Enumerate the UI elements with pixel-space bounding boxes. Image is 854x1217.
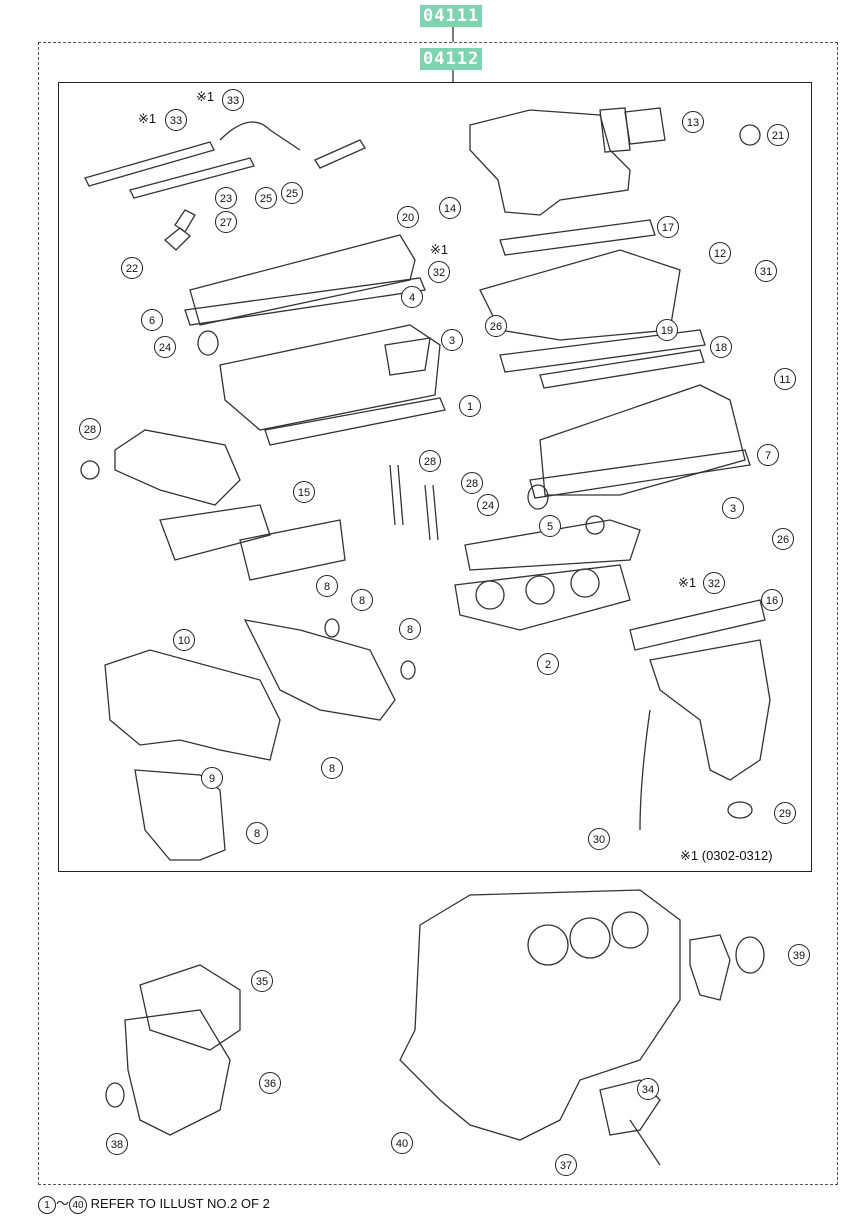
part-callout[interactable]: 24 — [154, 336, 176, 358]
part-callout[interactable]: 2 — [537, 653, 559, 675]
part-callout[interactable]: 24 — [477, 494, 499, 516]
part-callout[interactable]: 6 — [141, 309, 163, 331]
footer-separator: 〜 — [56, 1196, 70, 1211]
inner-diagram-frame — [58, 82, 812, 872]
part-callout[interactable]: 28 — [79, 418, 101, 440]
part-callout[interactable]: 35 — [251, 970, 273, 992]
part-callout[interactable]: 3 — [441, 329, 463, 351]
part-callout[interactable]: 29 — [774, 802, 796, 824]
part-callout[interactable]: 39 — [788, 944, 810, 966]
left-cylinder-head-drawing — [184, 234, 446, 446]
part-callout[interactable]: 28 — [461, 472, 483, 494]
part-callout[interactable]: 5 — [539, 515, 561, 537]
part-callout[interactable]: 3 — [722, 497, 744, 519]
part-callout[interactable]: 36 — [259, 1072, 281, 1094]
part-callout[interactable]: 18 — [710, 336, 732, 358]
part-callout[interactable]: 20 — [397, 206, 419, 228]
part-callout[interactable]: 23 — [215, 187, 237, 209]
footer-start-callout: 1 — [38, 1195, 56, 1214]
part-callout[interactable]: 4 — [401, 286, 423, 308]
part-callout[interactable]: 1 — [459, 395, 481, 417]
part-callout[interactable]: 12 — [709, 242, 731, 264]
part-callout[interactable]: 19 — [656, 319, 678, 341]
part-callout[interactable]: 31 — [755, 260, 777, 282]
part-callout[interactable]: 25 — [281, 182, 303, 204]
part-callout[interactable]: 25 — [255, 187, 277, 209]
part-callout[interactable]: 8 — [351, 589, 373, 611]
footer-end-callout: 40 — [69, 1195, 88, 1214]
footer-reference: 1〜40 REFER TO ILLUST NO.2 OF 2 — [38, 1193, 270, 1214]
part-callout[interactable]: 32 — [703, 572, 725, 594]
part-callout[interactable]: 28 — [419, 450, 441, 472]
part-callout[interactable]: 30 — [588, 828, 610, 850]
part-callout[interactable]: 8 — [246, 822, 268, 844]
engine-block-drawing — [105, 889, 765, 1166]
part-callout[interactable]: 32 — [428, 261, 450, 283]
part-callout[interactable]: 37 — [555, 1154, 577, 1176]
revision-mark: ※1 — [196, 89, 215, 104]
part-callout[interactable]: 8 — [321, 757, 343, 779]
part-callout[interactable]: 11 — [774, 368, 796, 390]
part-callout[interactable]: 10 — [173, 629, 195, 651]
part-callout[interactable]: 8 — [399, 618, 421, 640]
footer-reference-text: REFER TO ILLUST NO.2 OF 2 — [90, 1196, 270, 1211]
revision-mark: ※1 — [430, 242, 449, 257]
part-callout[interactable]: 22 — [121, 257, 143, 279]
part-code-04111[interactable]: 04111 — [420, 5, 483, 27]
part-callout[interactable]: 8 — [316, 575, 338, 597]
part-callout[interactable]: 34 — [637, 1078, 659, 1100]
fuel-rail-drawing — [84, 121, 366, 251]
part-callout[interactable]: 17 — [657, 216, 679, 238]
part-callout[interactable]: 27 — [215, 211, 237, 233]
part-callout[interactable]: 14 — [439, 197, 461, 219]
outer-diagram-frame — [38, 42, 838, 1185]
part-callout[interactable]: 33 — [165, 109, 187, 131]
part-callout[interactable]: 40 — [391, 1132, 413, 1154]
valve-drawing — [80, 460, 605, 541]
part-callout[interactable]: 26 — [772, 528, 794, 550]
part-callout[interactable]: 7 — [757, 444, 779, 466]
revision-mark: ※1 — [678, 575, 697, 590]
timing-cover-drawing — [104, 618, 416, 861]
part-callout[interactable]: 13 — [682, 111, 704, 133]
part-code-04112[interactable]: 04112 — [420, 48, 483, 70]
part-callout[interactable]: 33 — [222, 89, 244, 111]
part-callout[interactable]: 15 — [293, 481, 315, 503]
part-callout[interactable]: 16 — [761, 589, 783, 611]
part-callout[interactable]: 9 — [201, 767, 223, 789]
part-callout[interactable]: 21 — [767, 124, 789, 146]
part-callout[interactable]: 38 — [106, 1133, 128, 1155]
revision-mark: ※1 — [138, 111, 157, 126]
part-callout[interactable]: 26 — [485, 315, 507, 337]
exhaust-manifold-drawing — [114, 429, 771, 831]
production-range-note: ※1 (0302-0312) — [680, 848, 773, 863]
